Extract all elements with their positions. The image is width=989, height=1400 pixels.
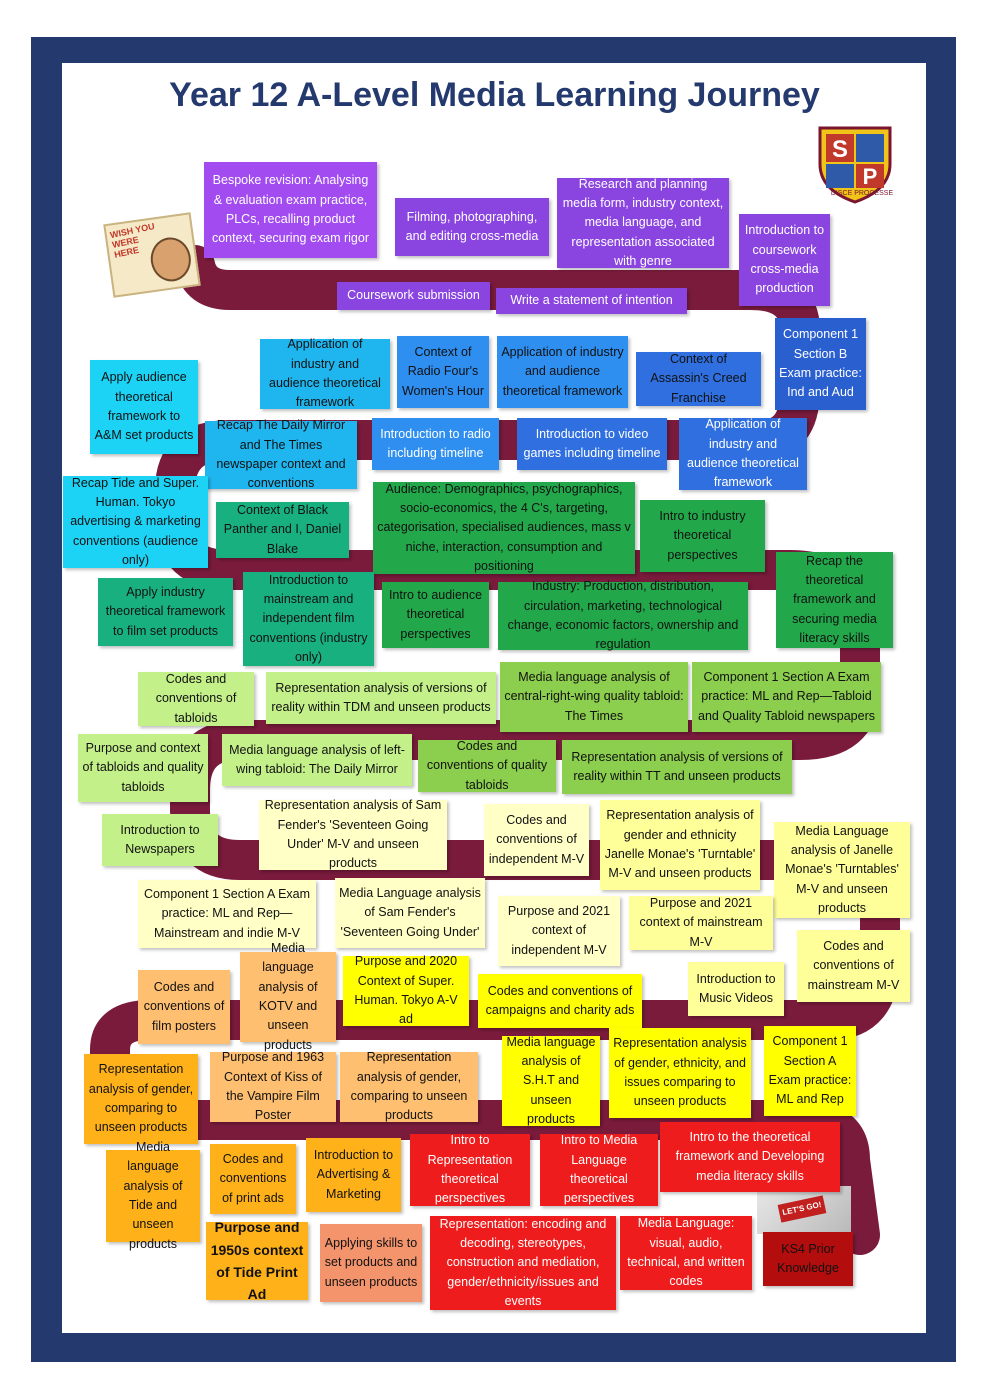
step-intro-industry-persp: Intro to industry theoretical perspectiv… [640,500,765,572]
step-context-black-panther: Context of Black Panther and I, Daniel B… [216,502,349,558]
step-purpose-tabloids: Purpose and context of tabloids and qual… [78,734,208,802]
step-rep-sam-fender: Representation analysis of Sam Fender's … [259,798,447,870]
step-purpose-kiss-vampire: Purpose and 1963 Context of Kiss of the … [210,1050,336,1122]
step-intro-music-videos: Introduction to Music Videos [688,962,784,1016]
step-applying-skills: Applying skills to set products and unse… [320,1224,422,1302]
wish-you-were-here-postcard: WISH YOU WERE HERE [103,212,201,298]
step-ml-daily-mirror: Media language analysis of left-wing tab… [222,734,412,786]
step-intro-radio: Introduction to radio including timeline [372,418,499,470]
step-recap-tide: Recap Tide and Super. Human. Tokyo adver… [63,476,208,568]
step-context-radio-four: Context of Radio Four's Women's Hour [397,336,489,408]
step-intro-video-games: Introduction to video games including ti… [517,418,667,470]
step-ml-sht: Media language analysis of S.H.T and uns… [502,1035,600,1126]
step-codes-indep-mv: Codes and conventions of independent M-V [484,804,589,876]
step-intro-newspapers: Introduction to Newspapers [102,814,218,866]
step-audience-demographics: Audience: Demographics, psychographics, … [373,482,635,574]
step-intro-framework: Intro to the theoretical framework and D… [660,1122,840,1192]
step-recap-theoretical: Recap the theoretical framework and secu… [776,552,893,648]
school-crest-icon: S P [812,124,898,204]
step-rep-gender-comparing: Representation analysis of gender, compa… [84,1054,198,1144]
step-intro-ml-persp: Intro to Media Language theoretical pers… [540,1133,658,1206]
step-comp1-a-mv: Component 1 Section A Exam practice: ML … [138,880,316,948]
step-ml-kotv: Media language analysis of KOTV and unse… [240,941,336,1052]
keyboard-image: LET'S GO! [757,1186,851,1234]
step-comp1-a-ml-rep: Component 1 Section A Exam practice: ML … [764,1026,856,1116]
step-purpose-indep-mv: Purpose and 2021 context of independent … [498,896,620,966]
step-coursework-submission: Coursework submission [337,282,490,310]
step-purpose-mainstream-mv: Purpose and 2021 context of mainstream M… [629,896,773,950]
page-title: Year 12 A-Level Media Learning Journey [169,76,820,114]
step-intro-audience-persp: Intro to audience theoretical perspectiv… [382,582,489,648]
step-rep-gender-comparing-2: Representation analysis of gender, compa… [340,1050,478,1122]
step-intro-coursework: Introduction to coursework cross-media p… [739,214,830,306]
step-apply-audience-am: Apply audience theoretical framework to … [90,360,198,454]
step-app-industry-2: Application of industry and audience the… [497,336,628,408]
step-codes-mainstream-mv: Codes and conventions of mainstream M-V [797,930,910,1002]
step-comp1-a-tabloid: Component 1 Section A Exam practice: ML … [692,662,881,732]
step-codes-quality-tabloids: Codes and conventions of quality tabloid… [418,739,556,792]
step-industry-production: Industry: Production, distribution, circ… [498,579,748,651]
step-purpose-tide-1950s: Purpose and 1950s context of Tide Print … [206,1219,308,1302]
step-intro-rep-persp: Intro to Representation theoretical pers… [410,1133,530,1206]
step-comp1-b-exam: Component 1 Section B Exam practice: Ind… [775,318,866,410]
step-bespoke-revision: Bespoke revision: Analysing & evaluation… [204,162,377,258]
step-ks4-prior: KS4 Prior Knowledge [763,1232,853,1286]
step-statement-intention: Write a statement of intention [496,288,687,314]
step-app-industry-1: Application of industry and audience the… [260,337,390,409]
crest-motto: DISCE PROCESSE [830,190,894,197]
step-purpose-super-human: Purpose and 2020 Context of Super. Human… [343,954,469,1026]
step-ml-janelle: Media Language analysis of Janelle Monae… [774,822,910,918]
crest-letter-s: S [832,136,848,163]
step-context-assassins: Context of Assassin's Creed Franchise [636,352,761,406]
step-intro-advertising: Introduction to Advertising & Marketing [306,1138,401,1212]
step-rep-janelle: Representation analysis of gender and et… [600,800,760,890]
step-rep-tt: Representation analysis of versions of r… [562,740,792,794]
step-ml-times: Media language analysis of central-right… [500,662,688,732]
step-apply-industry-film: Apply industry theoretical framework to … [98,578,233,646]
step-ml-visual-audio: Media Language: visual, audio, technical… [620,1216,752,1290]
lets-go-key: LET'S GO! [777,1195,827,1223]
step-codes-print-ads: Codes and conventions of print ads [210,1144,296,1214]
step-rep-tdm: Representation analysis of versions of r… [266,672,496,724]
step-rep-gender-ethnicity: Representation analysis of gender, ethni… [609,1028,751,1118]
step-ml-tide: Media language analysis of Tide and unse… [106,1140,200,1251]
step-filming: Filming, photographing, and editing cros… [395,198,549,256]
step-codes-film-posters: Codes and conventions of film posters [138,970,230,1044]
step-intro-mainstream-indep: Introduction to mainstream and independe… [243,572,374,666]
step-representation-encoding: Representation: encoding and decoding, s… [430,1216,616,1310]
step-codes-tabloids: Codes and conventions of tabloids [138,672,254,726]
step-recap-mirror-times: Recap The Daily Mirror and The Times new… [205,418,357,490]
step-app-industry-3: Application of industry and audience the… [679,417,807,490]
step-research-planning: Research and planning media form, indust… [557,177,729,268]
step-codes-campaigns: Codes and conventions of campaigns and c… [478,974,642,1028]
step-ml-sam-fender: Media Language analysis of Sam Fender's … [335,878,485,948]
crest-letter-p: P [863,164,878,189]
